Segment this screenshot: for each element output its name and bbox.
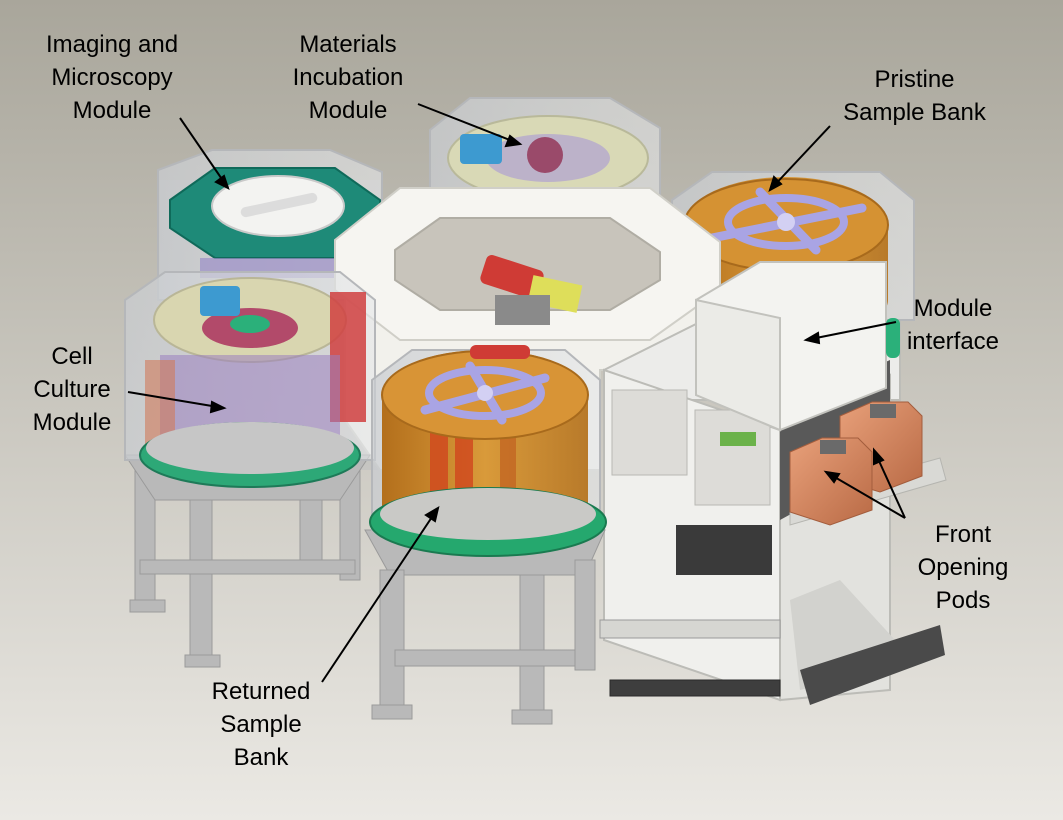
label-cell-culture-module: Cell Culture Module: [32, 343, 112, 436]
front-opening-pods-assembly: [789, 401, 947, 705]
arrow-materials: [417, 103, 521, 145]
imaging-module: [157, 149, 383, 301]
leader-arrows: [127, 103, 906, 683]
label-module-interface: Module interface: [906, 295, 1000, 355]
returned-sample-bank: [369, 345, 607, 557]
arrow-front-pod-2: [825, 471, 906, 519]
arrow-pristine: [769, 125, 831, 191]
label-imaging-microscopy-module: Imaging and Microscopy Module: [45, 31, 179, 124]
cell-culture-module: [124, 271, 376, 488]
arrow-cell-culture: [127, 391, 225, 409]
arrow-module-interface: [805, 321, 897, 341]
arrow-imaging: [179, 117, 229, 189]
label-front-opening-pods: Front Opening Pods: [917, 521, 1009, 614]
arrow-returned: [321, 507, 439, 683]
label-returned-sample-bank: Returned Sample Bank: [211, 678, 311, 771]
label-pristine-sample-bank: Pristine Sample Bank: [843, 66, 986, 126]
label-materials-incubation-module: Materials Incubation Module: [292, 31, 404, 124]
